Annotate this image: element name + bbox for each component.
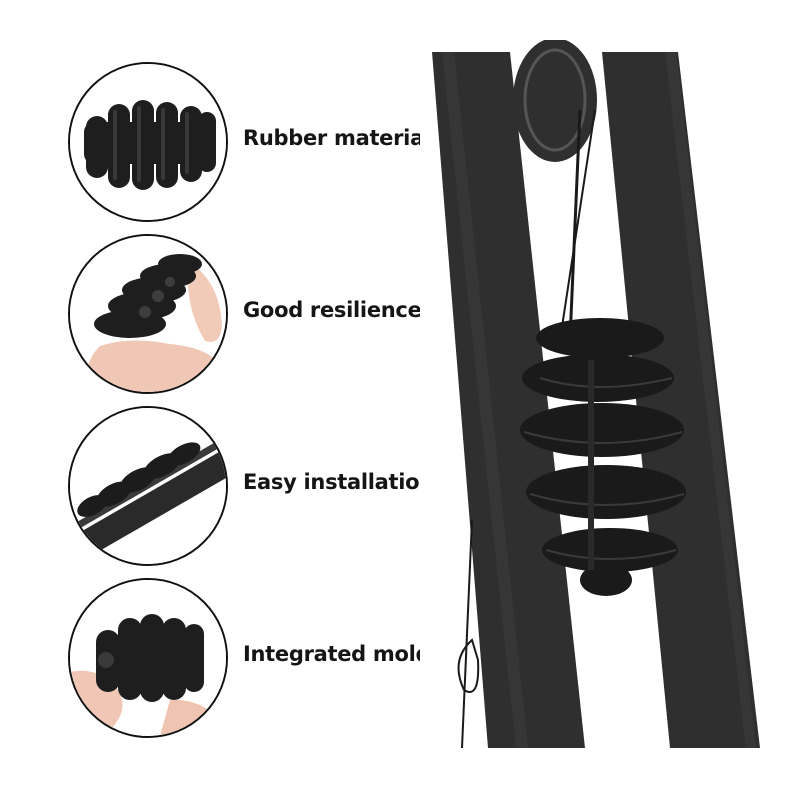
feature-good-resilience: Good resilience [0, 234, 440, 394]
good-resilience-photo [68, 234, 228, 394]
feature-integrated-molding: Integrated molding [0, 578, 467, 738]
integrated-molding-photo [68, 578, 228, 738]
rubber-material-label: Rubber material [243, 126, 431, 150]
bow-limb-closeup-photo [420, 38, 780, 760]
good-resilience-label: Good resilience [243, 298, 422, 322]
easy-installation-label: Easy installation [243, 470, 434, 494]
easy-installation-photo [68, 406, 228, 566]
feature-rubber-material: Rubber material [0, 62, 440, 222]
feature-easy-installation: Easy installation [0, 406, 440, 566]
rubber-material-photo [68, 62, 228, 222]
